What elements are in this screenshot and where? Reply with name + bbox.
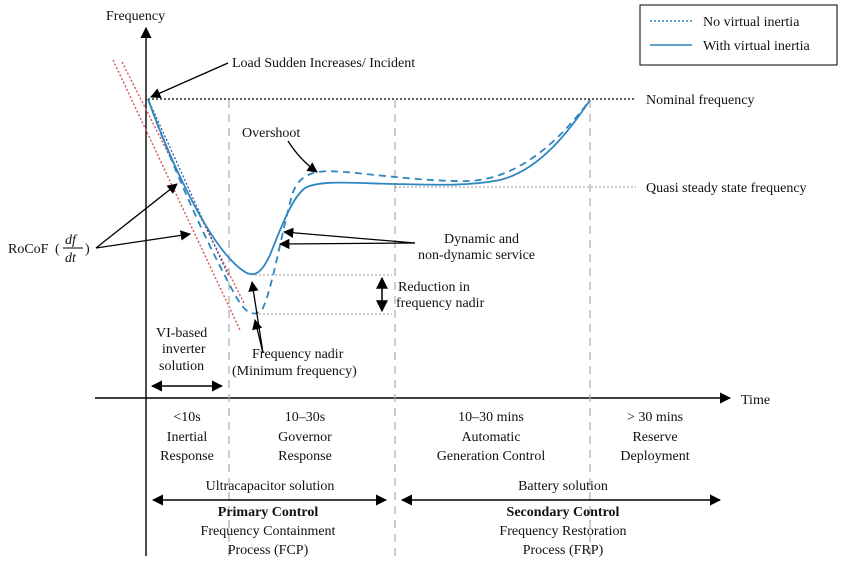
dynamic-service-line2: non-dynamic service [418,248,535,263]
phase-4-time: > 30 mins [627,410,683,425]
legend-box [639,4,838,66]
y-axis-label: Frequency [106,9,165,24]
phase-1-line1: Inertial [167,430,208,445]
overshoot-label: Overshoot [242,126,300,141]
curve-no-virtual-inertia [147,98,591,315]
dynamic-arrow-upper [282,227,416,244]
rocof-close-paren: ) [85,242,90,257]
dynamic-arrow-lower [278,238,416,250]
phase-1-time: <10s [173,410,200,425]
phase-3-line2: Generation Control [437,449,546,464]
overshoot-arrow [287,140,318,173]
ultracapacitor-label: Ultracapacitor solution [206,479,335,494]
phase-labels: <10s Inertial Response 10–30s Governor R… [160,410,690,464]
phase-4-line1: Reserve [632,430,677,445]
reduction-line1: Reduction in [398,280,470,295]
phase-4-line2: Deployment [620,449,689,464]
battery-label: Battery solution [518,479,608,494]
primary-control-line2: Process (FCP) [228,543,309,558]
rocof-tangent-no-vi [112,59,241,331]
rocof-numerator: df [65,233,78,248]
vi-solution-line2: inverter [162,342,206,357]
nadir-label-line1: Frequency nadir [252,347,344,362]
nadir-arrow-with-vi [248,280,264,354]
phase-2-time: 10–30s [285,410,325,425]
rocof-annotation: RoCoF ( df dt ) [8,183,192,266]
phase-3-line1: Automatic [461,430,520,445]
nadir-arrow-no-vi [252,318,264,354]
phase-3-time: 10–30 mins [458,410,524,425]
rocof-open-paren: ( [55,242,60,257]
phase-1-line2: Response [160,449,214,464]
load-increase-label: Load Sudden Increases/ Incident [232,56,415,71]
load-increase-arrow [150,62,229,98]
quasi-steady-label: Quasi steady state frequency [646,181,807,196]
reduction-line2: frequency nadir [396,296,485,311]
phase-dividers [228,100,591,556]
legend-with-vi-label: With virtual inertia [703,39,811,54]
dynamic-service-line1: Dynamic and [444,232,519,247]
secondary-control-title: Secondary Control [507,505,620,520]
control-labels: Primary Control Frequency Containment Pr… [201,505,627,558]
rocof-prefix: RoCoF [8,242,49,257]
secondary-control-line1: Frequency Restoration [499,524,626,539]
rocof-denominator: dt [65,251,77,266]
phase-2-line2: Response [278,449,332,464]
secondary-control-line2: Process (FRP) [523,543,604,558]
x-axis-label: Time [741,393,770,408]
vi-solution-line1: VI-based [156,326,207,341]
vi-solution-line3: solution [159,359,204,374]
primary-control-title: Primary Control [218,505,319,520]
rocof-arrow-upper [95,183,178,249]
phase-2-line1: Governor [278,430,332,445]
legend: No virtual inertia With virtual inertia [639,4,838,66]
rocof-arrow-lower [95,230,192,249]
primary-control-line1: Frequency Containment [201,524,336,539]
rocof-tangent-blue [147,98,229,276]
curve-with-virtual-inertia [147,98,591,276]
nadir-label-line2: (Minimum frequency) [232,364,357,379]
legend-no-vi-label: No virtual inertia [703,15,800,30]
nominal-frequency-label: Nominal frequency [646,93,754,108]
